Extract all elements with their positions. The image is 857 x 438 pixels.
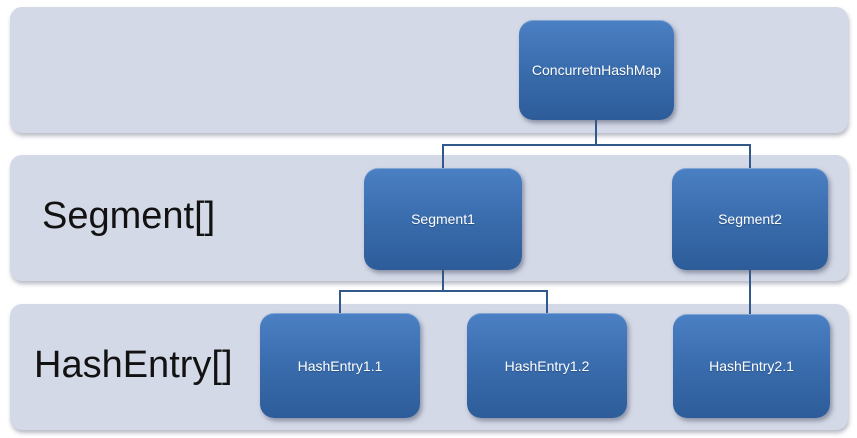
node-concurrenthashmap-label: ConcurretnHashMap	[531, 62, 662, 78]
node-segment2-label: Segment2	[718, 211, 782, 227]
connector-cmap-stem	[595, 120, 597, 146]
node-hashentry-1-1: HashEntry1.1	[260, 313, 420, 418]
node-hashentry-1-2-label: HashEntry1.2	[504, 357, 590, 374]
connector-drop-segment1	[442, 144, 444, 170]
node-hashentry-1-1-label: HashEntry1.1	[297, 357, 383, 374]
node-hashentry-2-1-label: HashEntry2.1	[709, 358, 794, 374]
band-concurrenthashmap-row	[10, 7, 848, 133]
row-label-segment-array: Segment[]	[42, 194, 216, 237]
connector-cmap-branch	[443, 144, 751, 146]
connector-drop-hashentry11	[339, 290, 341, 315]
node-hashentry-1-2: HashEntry1.2	[467, 313, 627, 418]
row-label-hashentry-array: HashEntry[]	[34, 343, 233, 386]
node-hashentry-2-1: HashEntry2.1	[673, 314, 830, 418]
connector-segment1-stem	[442, 270, 444, 292]
node-segment2: Segment2	[672, 168, 828, 270]
node-concurrenthashmap: ConcurretnHashMap	[519, 20, 674, 120]
connector-drop-hashentry12	[546, 290, 548, 315]
connector-segment1-branch	[340, 290, 548, 292]
node-segment1: Segment1	[364, 168, 522, 270]
node-segment1-label: Segment1	[411, 211, 475, 227]
